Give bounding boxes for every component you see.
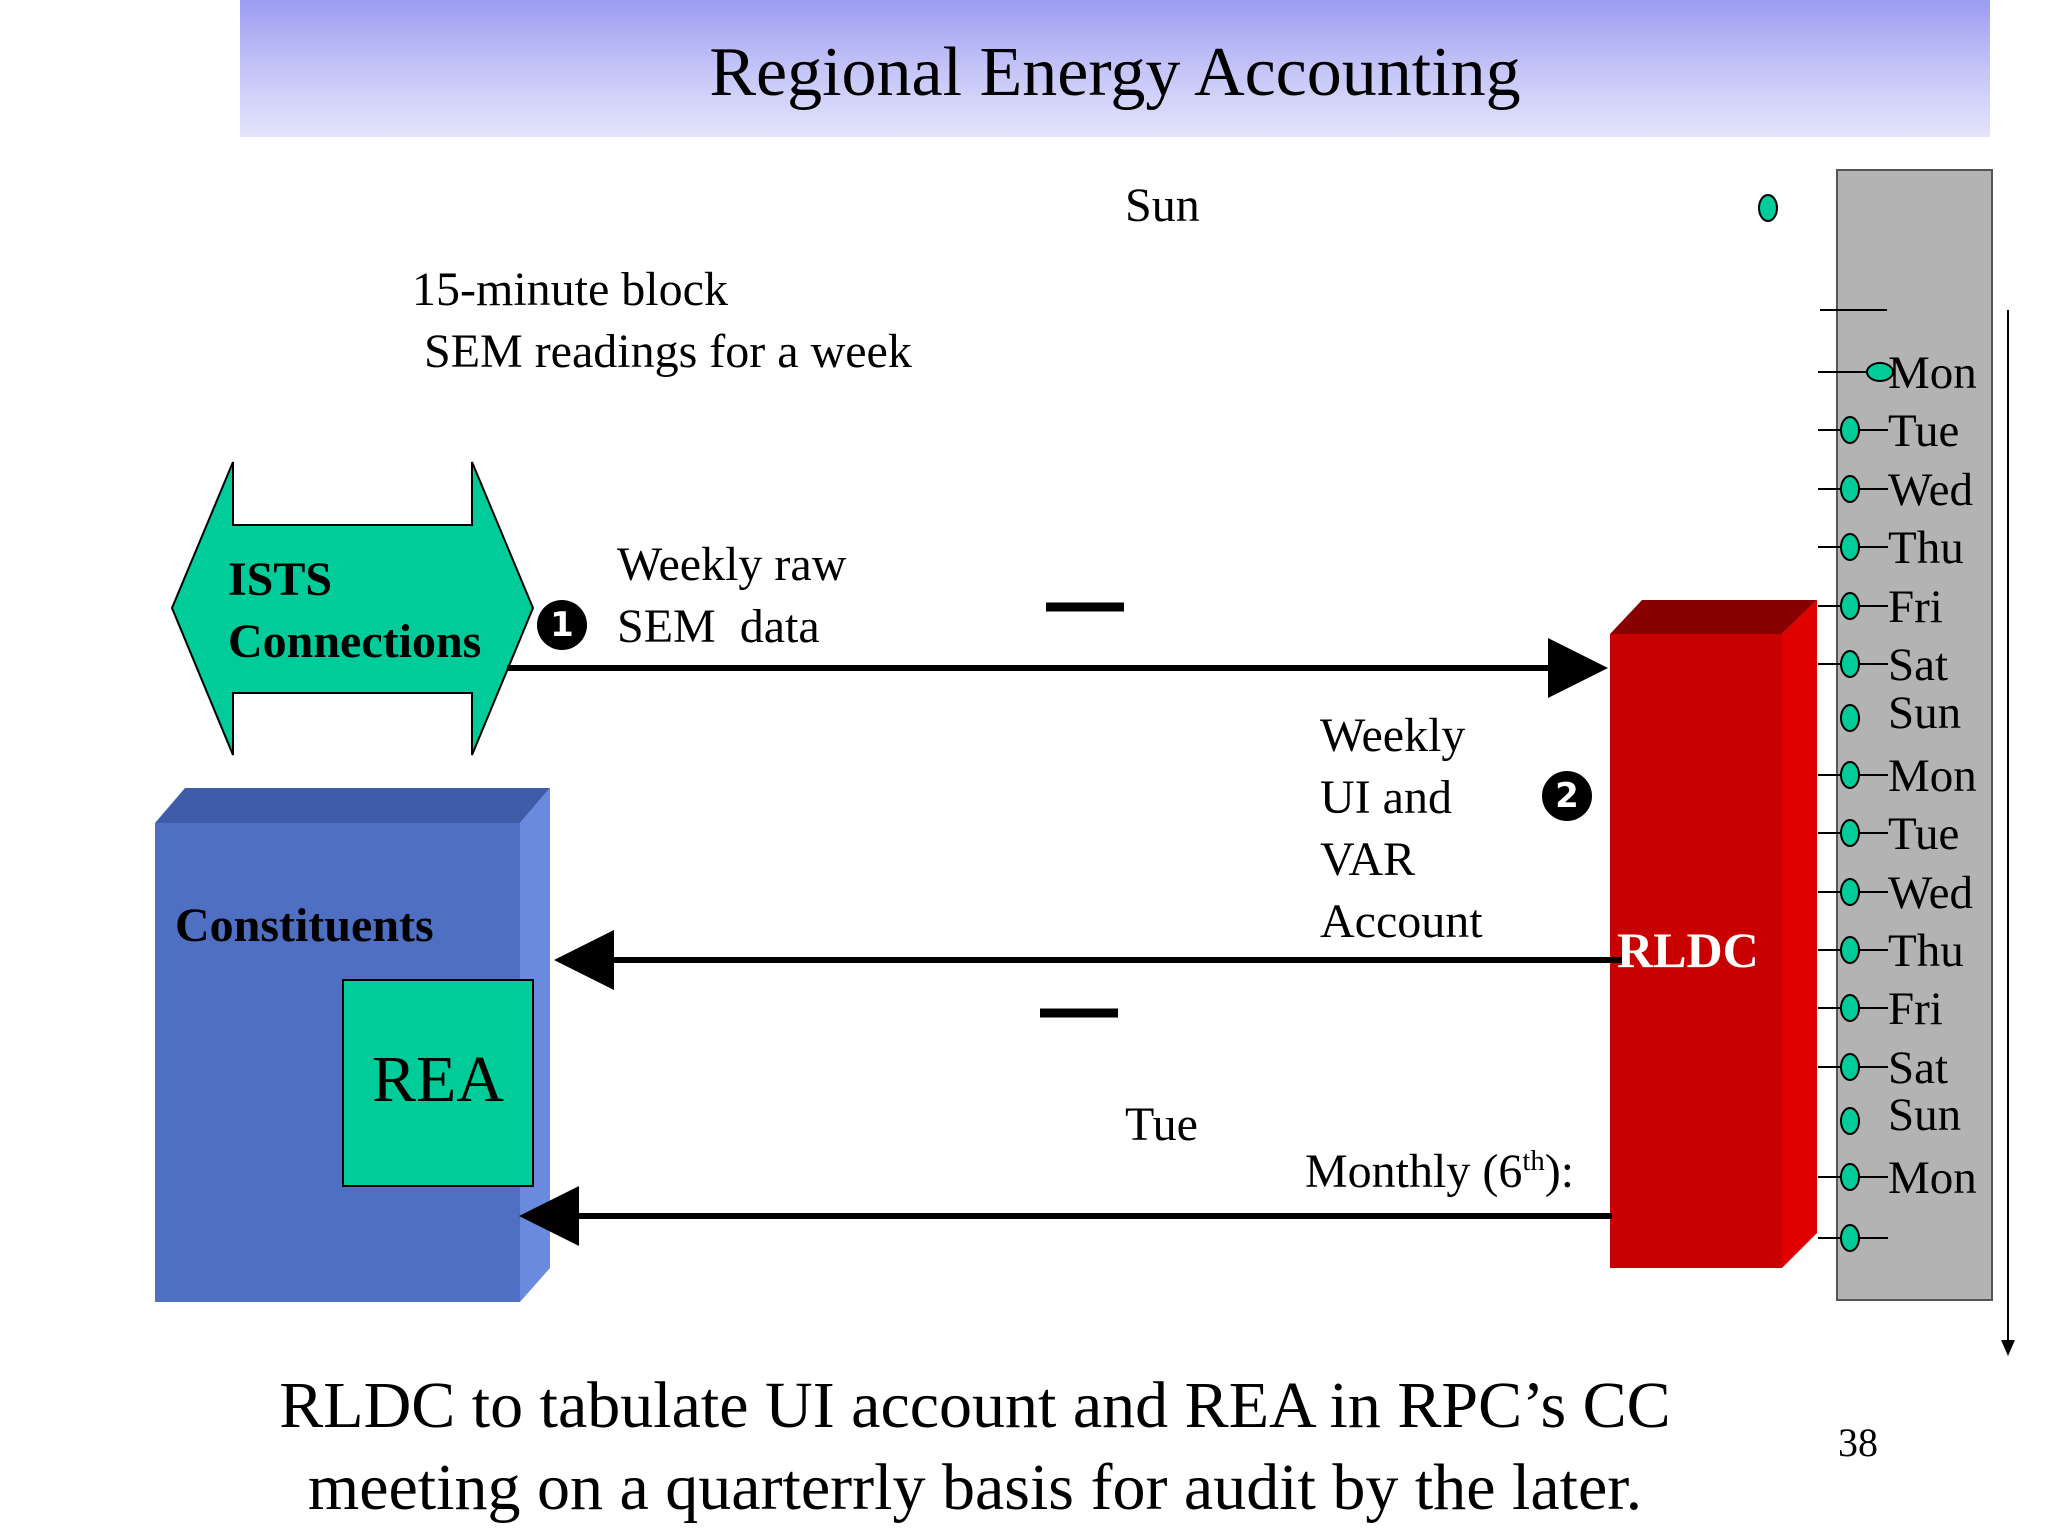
timeline-day-marker xyxy=(1840,994,1860,1022)
timeline-day-label: Fri xyxy=(1888,581,1943,633)
timeline-day-marker xyxy=(1840,650,1860,678)
timeline-day-label: Fri xyxy=(1888,983,1943,1035)
timeline-day-marker xyxy=(1840,533,1860,561)
timeline-day-marker xyxy=(1840,1163,1860,1191)
ists-label-line2: Connections xyxy=(228,615,482,668)
timeline-day-label: Wed xyxy=(1888,464,1973,516)
step-2-badge: 2 xyxy=(1542,771,1592,821)
timeline-day-label: Mon xyxy=(1888,347,1977,399)
caption-line-2: meeting on a quarterrly basis for audit … xyxy=(307,1451,1643,1524)
constituents-label: Constituents xyxy=(175,899,434,952)
timeline-day-marker xyxy=(1866,362,1894,382)
timeline-day-label: Mon xyxy=(1888,750,1977,802)
step-1-badge: 1 xyxy=(537,600,587,650)
monthly-label: Monthly (6th): xyxy=(1305,1142,1574,1202)
timeline-day-label: Tue xyxy=(1888,405,1960,457)
timeline-day-label: Thu xyxy=(1888,522,1964,574)
timeline-day-marker xyxy=(1840,592,1860,620)
monthly-label-sup: th xyxy=(1522,1145,1545,1177)
title-band xyxy=(240,0,1990,137)
sun-top-label: Sun xyxy=(1125,179,1200,232)
timeline-day-label: Wed xyxy=(1888,867,1973,919)
timeline-top-marker xyxy=(1758,194,1778,222)
timeline-arrowhead xyxy=(2001,1340,2015,1356)
rea-box xyxy=(342,979,534,1187)
timeline-day-label: Sat xyxy=(1888,639,1949,691)
timeline-day-marker xyxy=(1840,819,1860,847)
caption-line-1: RLDC to tabulate UI account and REA in R… xyxy=(279,1369,1671,1442)
timeline-day-marker xyxy=(1840,1107,1860,1135)
timeline-day-marker xyxy=(1840,761,1860,789)
ists-connections-shape xyxy=(170,461,535,756)
timeline-day-marker xyxy=(1840,878,1860,906)
ists-label-line1: ISTS xyxy=(228,553,333,606)
timeline-day-markers xyxy=(1818,362,1894,1252)
timeline-day-label: Tue xyxy=(1888,808,1960,860)
timeline-day-marker xyxy=(1840,704,1860,732)
timeline-day-label: Sun xyxy=(1888,687,1962,739)
caption: RLDC to tabulate UI account and REA in R… xyxy=(150,1365,1800,1529)
timeline-day-marker xyxy=(1840,1224,1860,1252)
timeline-day-marker xyxy=(1840,475,1860,503)
weekly-ui-label-line2: UI and xyxy=(1320,771,1452,824)
timeline-day-label: Sat xyxy=(1888,1042,1949,1094)
page-number: 38 xyxy=(1838,1420,1878,1465)
rldc-box xyxy=(1610,600,1817,1268)
sem-block-label-line1: 15-minute block xyxy=(412,263,728,316)
rea-label: REA xyxy=(372,1043,504,1116)
timeline-day-label: Sun xyxy=(1888,1089,1962,1141)
rldc-label: RLDC xyxy=(1617,922,1759,978)
tue-mid-label: Tue xyxy=(1125,1098,1198,1151)
weekly-ui-label-line3: VAR xyxy=(1320,833,1416,886)
weekly-raw-label-line2: SEM data xyxy=(617,600,820,653)
monthly-label-suffix: ): xyxy=(1544,1145,1575,1198)
timeline-day-label: Thu xyxy=(1888,925,1964,977)
timeline-day-marker xyxy=(1840,416,1860,444)
sem-block-label-line2: SEM readings for a week xyxy=(412,325,912,378)
timeline-bar xyxy=(1836,169,1993,1301)
weekly-ui-label-line4: Account xyxy=(1320,895,1483,948)
slide-title: Regional Energy Accounting xyxy=(709,34,1521,111)
timeline-day-marker xyxy=(1840,936,1860,964)
timeline-day-label: Mon xyxy=(1888,1152,1977,1204)
monthly-label-prefix: Monthly (6 xyxy=(1305,1145,1523,1198)
weekly-raw-label-line1: Weekly raw xyxy=(617,538,847,591)
timeline-day-marker xyxy=(1840,1053,1860,1081)
weekly-ui-label-line1: Weekly xyxy=(1320,709,1466,762)
